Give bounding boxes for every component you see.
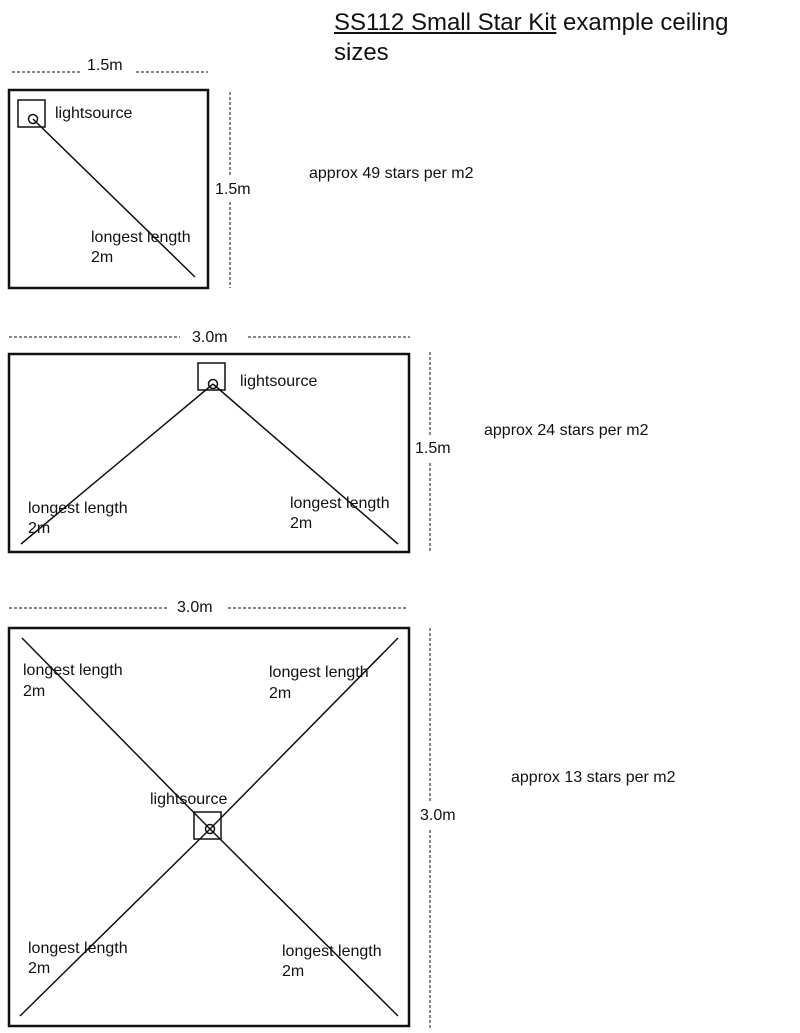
longest-length-label: longest length [28,940,128,957]
ceiling-outline [7,626,411,1028]
longest-length-label: longest length [282,943,382,960]
longest-length-label: longest length [269,664,369,681]
ceiling-outline [7,88,210,290]
lightsource-circle [207,378,219,390]
page-title: SS112 Small Star Kit example ceiling siz… [334,8,728,68]
longest-length-value: 2m [28,520,51,537]
ceiling-outline [7,352,411,554]
stars-density-label: approx 49 stars per m2 [309,165,474,182]
lightsource-circle [27,113,39,125]
longest-length-value: 2m [91,249,114,266]
longest-length-value: 2m [28,960,51,977]
stars-density-label: approx 13 stars per m2 [511,769,676,786]
longest-length-label: longest length [91,229,191,246]
longest-length-value: 2m [269,685,292,702]
longest-length-label: longest length [23,662,123,679]
longest-length-line [20,383,214,545]
lightsource-box [17,99,46,128]
stars-density-label: approx 24 stars per m2 [484,422,649,439]
longest-length-value: 2m [282,963,305,980]
longest-length-label: longest length [290,495,390,512]
width-label: 3.0m [177,599,213,616]
lightsource-label: lightsource [150,791,228,808]
longest-length-value: 2m [290,515,313,532]
longest-length-line [209,828,399,1017]
lightsource-circle [204,823,216,835]
title-rest: example ceiling [556,9,729,36]
lightsource-label: lightsource [240,373,318,390]
width-label: 1.5m [87,57,123,74]
height-label: 1.5m [215,181,251,198]
longest-length-line [32,118,196,278]
lightsource-box [197,362,226,391]
height-label: 3.0m [420,807,456,824]
title-line2: sizes [334,39,389,66]
width-label: 3.0m [192,329,228,346]
kit-name: SS112 Small Star Kit [334,9,557,36]
longest-length-line [21,637,211,830]
longest-length-line [209,637,399,830]
lightsource-box [193,811,222,840]
longest-length-line [19,828,211,1017]
longest-length-line [212,383,399,545]
lightsource-label: lightsource [55,105,133,122]
height-label: 1.5m [415,440,451,457]
longest-length-label: longest length [28,500,128,517]
longest-length-value: 2m [23,683,46,700]
